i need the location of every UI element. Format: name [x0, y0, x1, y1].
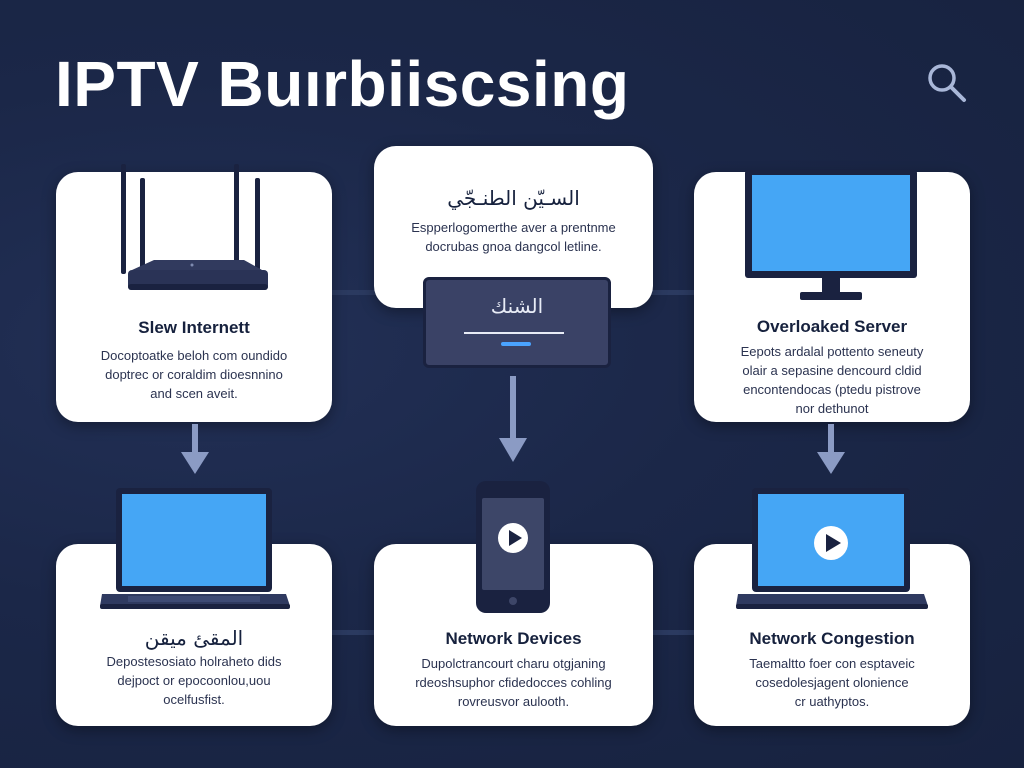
arrow-down-icon [499, 376, 527, 462]
connector-bottom-left [330, 630, 380, 635]
card-description: Docoptoatke beloh com oundido doptrec or… [70, 346, 318, 403]
smartphone-play-icon [476, 481, 550, 613]
card-description-line: Docoptoatke beloh com oundido [100, 348, 288, 363]
card-description-line: Depostesosiato holraheto dids [106, 654, 282, 669]
card-description: Depostesosiato holraheto dids dejpoct or… [70, 652, 318, 709]
card-description-line: rdeoshsuphor cfidedocces cohling [415, 675, 612, 690]
card-description: Espperlogomerthe aver a prentnme docruba… [388, 218, 639, 256]
card-description-line: Espperlogomerthe aver a prentnme [411, 220, 616, 235]
card-description-line: rovreusvor aulooth. [457, 694, 570, 709]
stream-screen-panel: الشنك [423, 277, 611, 368]
card-heading: Network Congestion [749, 629, 915, 648]
card-description: Taemaltto foer con esptaveic cosedolesja… [708, 654, 956, 711]
card-heading: Slew Internett [138, 318, 250, 337]
card-description-line: dejpoct or epocoonlou,uou [117, 673, 271, 688]
monitor-icon [745, 170, 917, 300]
laptop-icon [100, 488, 290, 609]
card-description-line: ocelfusfist. [163, 692, 225, 707]
card-description-line: docrubas gnoa dangcol letline. [425, 239, 602, 254]
screen-progress-indicator [501, 342, 531, 346]
card-description-line: and scen aveit. [150, 386, 238, 401]
card-description: Dupolctrancourt charu otgjaning rdeoshsu… [388, 654, 639, 711]
page-title: IPTV Buırbiiscsing [55, 48, 630, 120]
router-icon [121, 164, 268, 290]
screen-underline [464, 332, 564, 334]
connector-top-right [648, 290, 698, 295]
card-description-line: nor dethunot [795, 401, 869, 416]
card-slow-internet: Slew Internett Docoptoatke beloh com oun… [56, 172, 332, 422]
card-heading: Network Devices [445, 629, 582, 648]
card-heading: السـيّن الطنـجّي [447, 186, 580, 210]
laptop-play-icon [736, 488, 928, 609]
card-heading: المقئ ميقن [144, 626, 244, 650]
card-description-line: cr uathyptos. [794, 694, 870, 709]
arrow-down-icon [181, 424, 209, 474]
card-description-line: Taemaltto foer con esptaveic [749, 656, 915, 671]
card-description-line: doptrec or coraldim dioesnnino [105, 367, 283, 382]
connector-bottom-right [648, 630, 698, 635]
card-description-line: cosedolesjagent olonience [755, 675, 909, 690]
card-description-line: olair a sepasine dencourd cldid [742, 363, 922, 378]
card-network-devices: Network Devices Dupolctrancourt charu ot… [374, 544, 653, 726]
connector-top-left [330, 290, 380, 295]
screen-label: الشنك [490, 294, 544, 318]
card-heading: Overloaked Server [756, 317, 908, 336]
card-description-line: Eepots ardalal pottento seneuty [740, 344, 924, 359]
card-description-line: Dupolctrancourt charu otgjaning [421, 656, 606, 671]
card-description-line: encontendocas (ptedu pistrove [743, 382, 921, 397]
arrow-down-icon [817, 424, 845, 474]
card-description: Eepots ardalal pottento seneuty olair a … [708, 342, 956, 418]
search-icon[interactable] [924, 60, 968, 104]
